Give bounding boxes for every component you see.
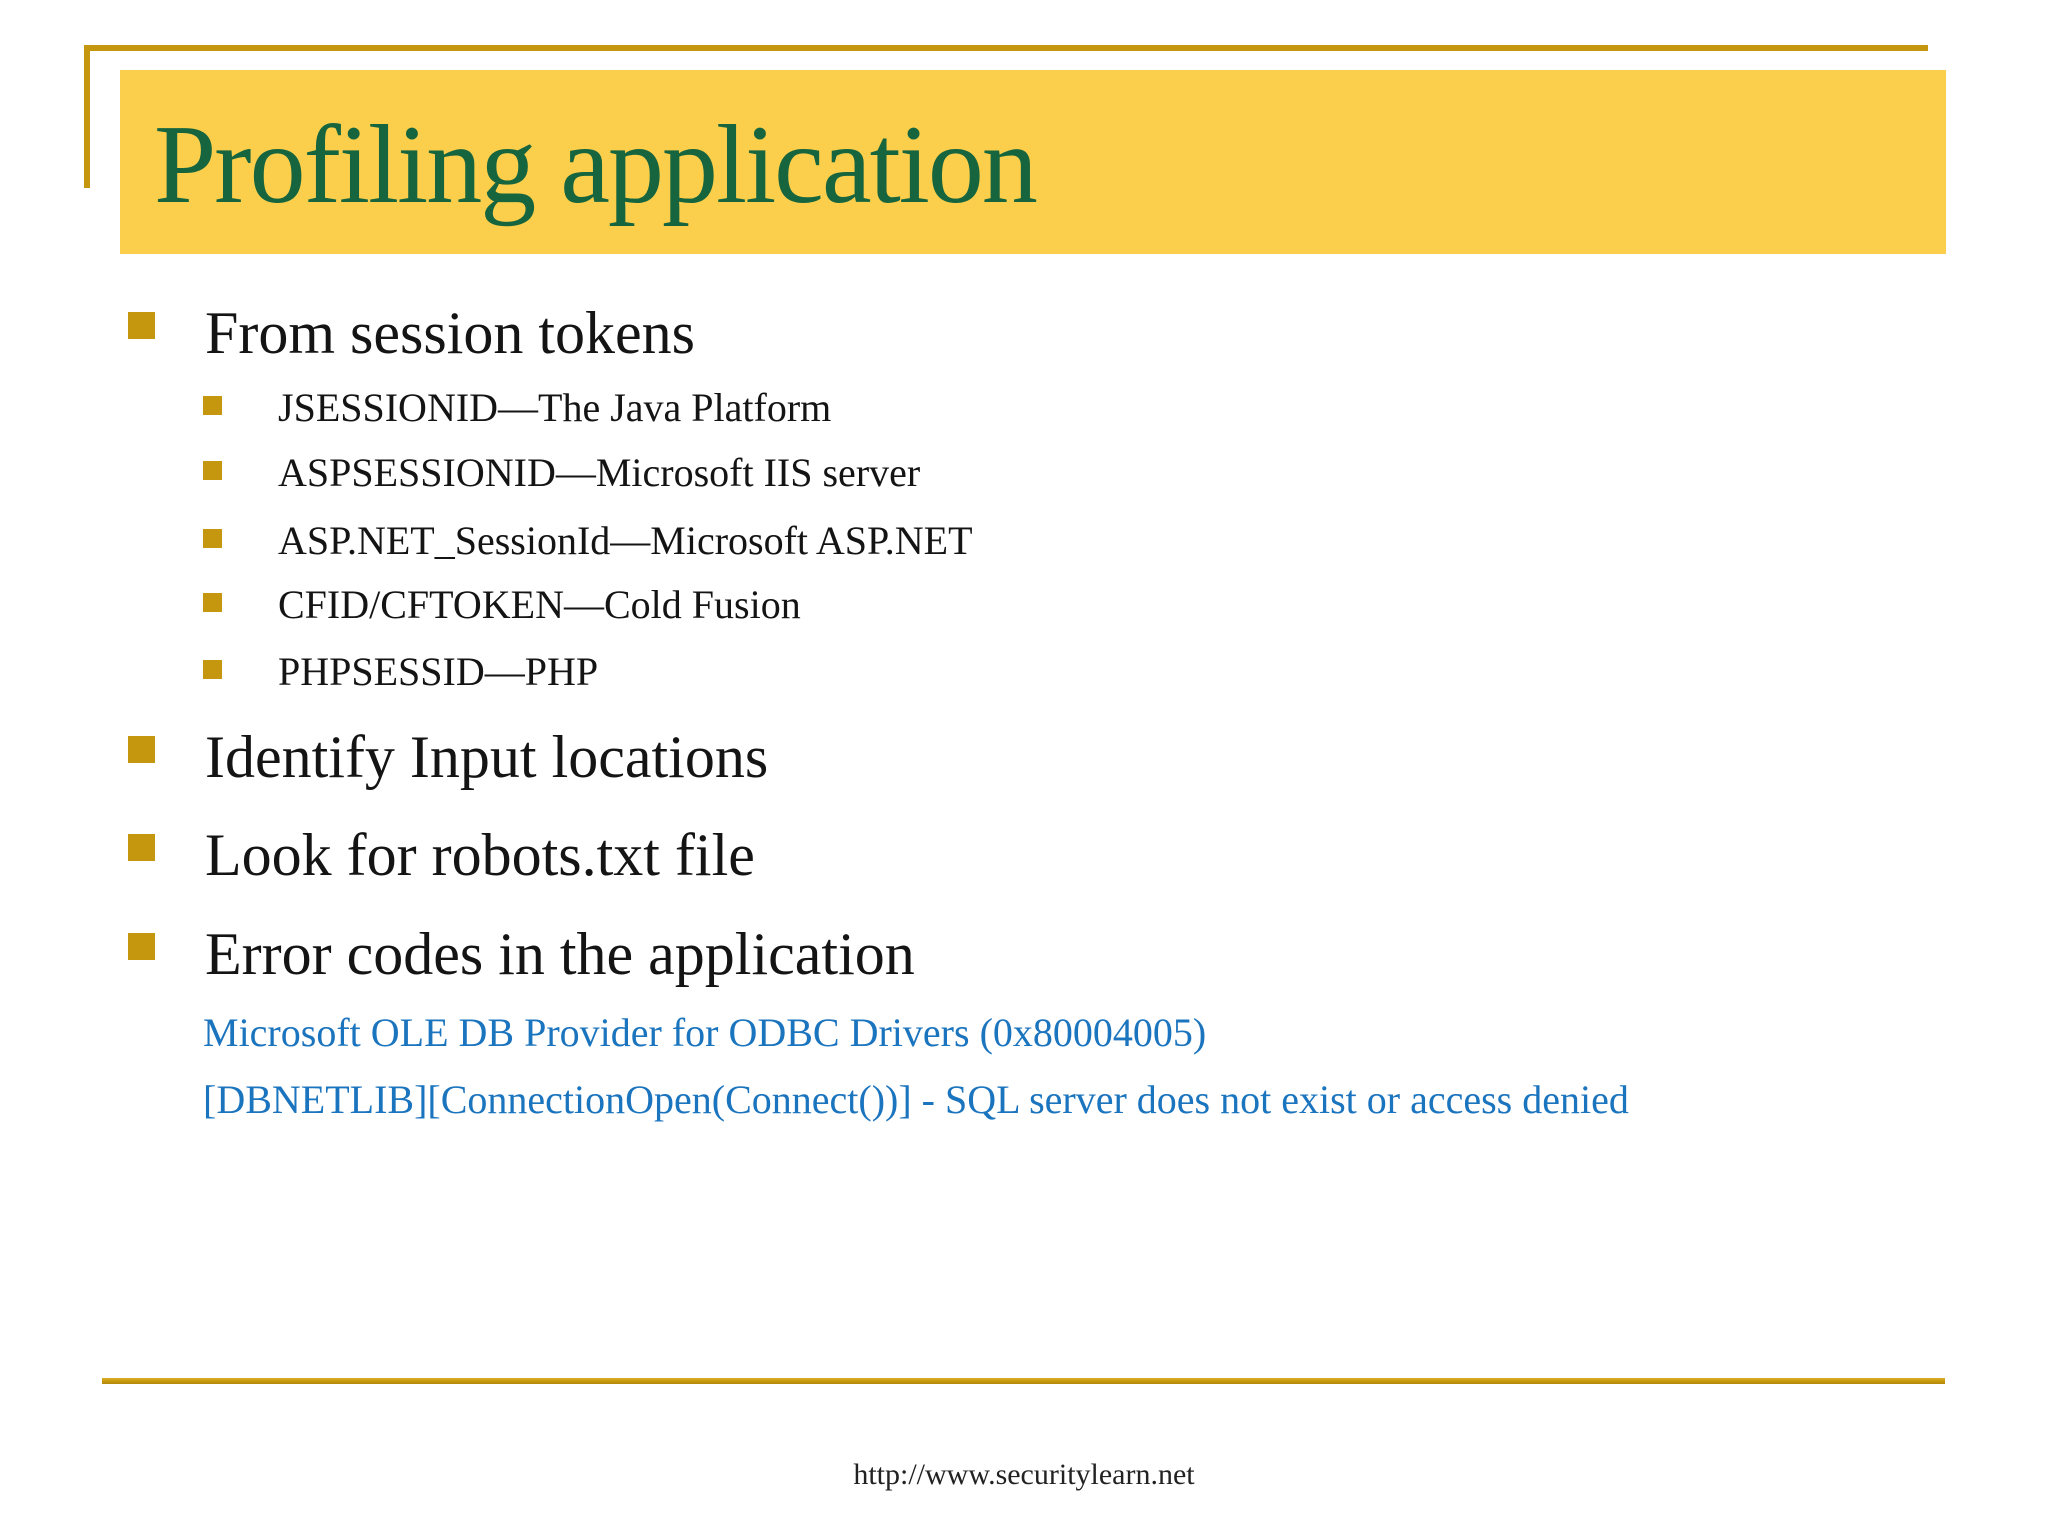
error-example-line: [DBNETLIB][ConnectionOpen(Connect())] - … bbox=[203, 1076, 1629, 1124]
top-border-line bbox=[84, 45, 1928, 51]
bullet-item: Identify Input locations bbox=[128, 722, 768, 792]
bullet-item: From session tokens bbox=[128, 298, 695, 368]
sub-bullet-text: JSESSIONID—The Java Platform bbox=[278, 385, 832, 430]
bullet-text: Look for robots.txt file bbox=[205, 822, 755, 888]
error-example-line: Microsoft OLE DB Provider for ODBC Drive… bbox=[203, 1009, 1206, 1057]
bullet-square-icon bbox=[128, 312, 155, 339]
sub-bullet-item: ASPSESSIONID—Microsoft IIS server bbox=[203, 449, 920, 497]
sub-bullet-item: PHPSESSID—PHP bbox=[203, 648, 598, 696]
title-banner: Profiling application bbox=[120, 70, 1946, 254]
bullet-item: Look for robots.txt file bbox=[128, 820, 755, 890]
bullet-square-icon bbox=[203, 593, 222, 612]
bullet-item: Error codes in the application bbox=[128, 919, 915, 989]
sub-bullet-item: ASP.NET_SessionId—Microsoft ASP.NET bbox=[203, 517, 973, 565]
left-border-line bbox=[84, 45, 90, 188]
page-title: Profiling application bbox=[154, 102, 1038, 227]
sub-bullet-item: JSESSIONID—The Java Platform bbox=[203, 384, 831, 432]
bullet-square-icon bbox=[203, 529, 222, 548]
sub-bullet-text: CFID/CFTOKEN—Cold Fusion bbox=[278, 582, 801, 627]
sub-bullet-item: CFID/CFTOKEN—Cold Fusion bbox=[203, 581, 801, 629]
bullet-text: Error codes in the application bbox=[205, 921, 915, 987]
error-text: Microsoft OLE DB Provider for ODBC Drive… bbox=[203, 1010, 1207, 1055]
bullet-square-icon bbox=[128, 933, 155, 960]
bullet-text: Identify Input locations bbox=[205, 724, 769, 790]
footer-url: http://www.securitylearn.net bbox=[853, 1458, 1195, 1491]
sub-bullet-text: ASPSESSIONID—Microsoft IIS server bbox=[278, 450, 921, 495]
bullet-square-icon bbox=[203, 461, 222, 480]
bullet-square-icon bbox=[203, 660, 222, 679]
footer-divider-line bbox=[102, 1378, 1945, 1384]
bullet-square-icon bbox=[128, 736, 155, 763]
error-text: [DBNETLIB][ConnectionOpen(Connect())] - … bbox=[203, 1077, 1629, 1122]
bullet-square-icon bbox=[203, 396, 222, 415]
bullet-text: From session tokens bbox=[205, 300, 696, 366]
sub-bullet-text: ASP.NET_SessionId—Microsoft ASP.NET bbox=[278, 518, 973, 563]
bullet-square-icon bbox=[128, 834, 155, 861]
sub-bullet-text: PHPSESSID—PHP bbox=[278, 649, 599, 694]
